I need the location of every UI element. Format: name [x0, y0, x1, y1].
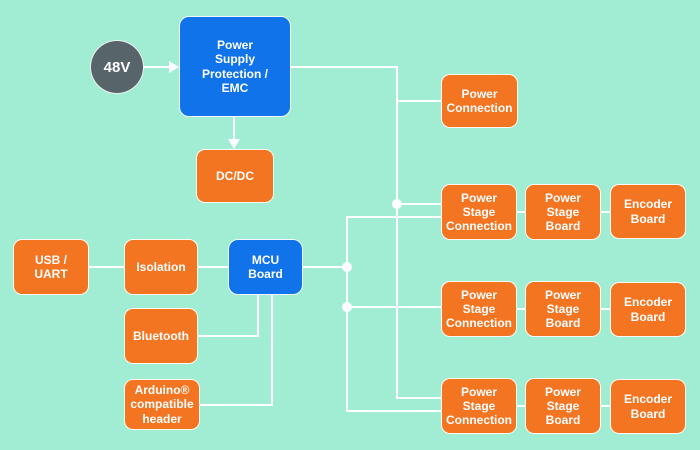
connector-arduino-h — [200, 404, 273, 406]
connector-row1-board-encoder — [601, 211, 611, 213]
node-dcdc: DC/DC — [196, 149, 274, 203]
node-power-supply-protection-emc: Power Supply Protection / EMC — [179, 16, 291, 117]
connector-bluetooth-h — [198, 335, 259, 337]
junction-dot-mcu-rail — [342, 262, 352, 272]
arrowhead-into-psu-icon — [169, 61, 179, 73]
connector-signal-to-stage-row2 — [347, 306, 441, 308]
connector-row2-conn-board — [516, 308, 526, 310]
connector-power-to-stage-row3 — [397, 397, 441, 399]
node-48v-input: 48V — [90, 40, 144, 94]
connector-power-to-stage-row1 — [397, 203, 441, 205]
node-mcu-board: MCU Board — [228, 239, 303, 295]
connector-isolation-to-mcu — [198, 266, 228, 268]
connector-signal-to-stage-row1 — [347, 216, 441, 218]
node-power-stage-connection-1: Power Stage Connection — [441, 184, 517, 240]
connector-row3-board-encoder — [601, 405, 611, 407]
connector-row2-board-encoder — [601, 308, 611, 310]
node-power-stage-board-1: Power Stage Board — [525, 184, 601, 240]
node-power-stage-connection-3: Power Stage Connection — [441, 378, 517, 434]
node-usb-uart: USB / UART — [13, 239, 89, 295]
connector-arduino-v — [271, 295, 273, 406]
connector-row3-conn-board — [516, 405, 526, 407]
node-isolation: Isolation — [124, 239, 198, 295]
node-bluetooth: Bluetooth — [124, 308, 198, 364]
connector-row1-conn-board — [516, 211, 526, 213]
node-power-stage-board-3: Power Stage Board — [525, 378, 601, 434]
arrowhead-into-dcdc-icon — [228, 139, 240, 149]
junction-dot-power-row1 — [392, 199, 402, 209]
node-power-stage-board-2: Power Stage Board — [525, 281, 601, 337]
power-rail-vertical — [396, 66, 398, 399]
node-encoder-board-3: Encoder Board — [610, 379, 686, 434]
connector-psu-right — [291, 66, 398, 68]
node-encoder-board-1: Encoder Board — [610, 184, 686, 239]
connector-48v-to-psu — [144, 66, 171, 68]
connector-usb-to-isolation — [89, 266, 124, 268]
node-power-connection: Power Connection — [441, 74, 518, 128]
node-power-stage-connection-2: Power Stage Connection — [441, 281, 517, 337]
node-arduino-header: Arduino® compatible header — [124, 379, 200, 430]
connector-psu-to-dcdc — [233, 117, 235, 141]
connector-mcu-to-rail — [303, 266, 347, 268]
connector-to-power-connection — [397, 100, 441, 102]
junction-dot-signal-row2 — [342, 302, 352, 312]
connector-bluetooth-v — [257, 295, 259, 337]
signal-rail-vertical — [346, 216, 348, 412]
node-encoder-board-2: Encoder Board — [610, 282, 686, 337]
connector-signal-to-stage-row3 — [347, 410, 441, 412]
